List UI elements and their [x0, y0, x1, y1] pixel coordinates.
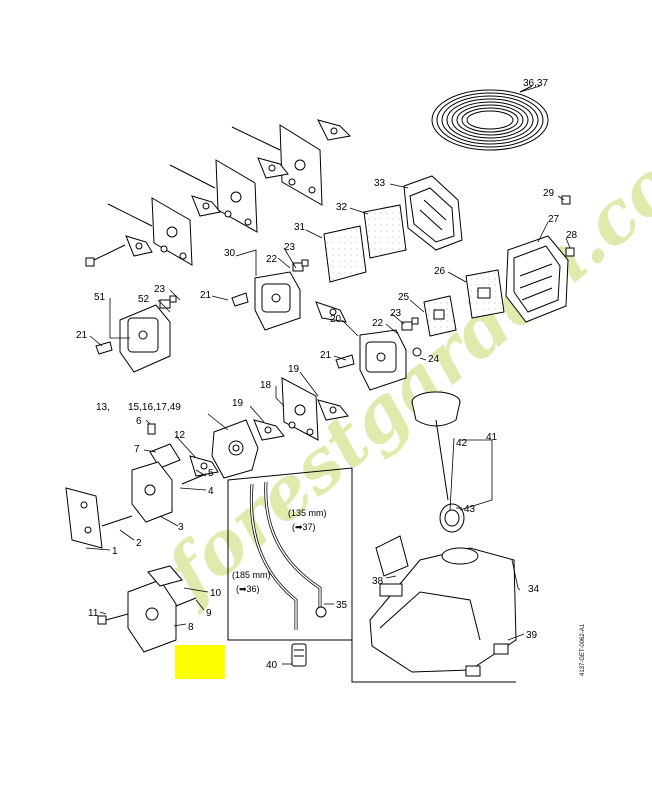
- callout-18: 18: [260, 380, 272, 391]
- callout-23-center: 23: [390, 308, 402, 319]
- air-filter-cover: [505, 195, 575, 323]
- callout-12: 12: [174, 430, 186, 441]
- callout-4: 4: [208, 486, 214, 497]
- callout-21-center: 21: [320, 350, 332, 361]
- callout-41: 41: [486, 432, 498, 443]
- hose-lower-ref: (➡36): [236, 584, 260, 594]
- callout-10: 10: [210, 588, 222, 599]
- callout-21-left: 21: [76, 330, 88, 341]
- callout-30: 30: [224, 248, 236, 259]
- callout-25: 25: [398, 292, 410, 303]
- callout-52: 52: [138, 294, 150, 305]
- callout-22-center: 22: [372, 318, 384, 329]
- callout-8: 8: [188, 622, 194, 633]
- gasket-stack-upper: [85, 119, 352, 267]
- callout-26: 26: [434, 266, 446, 277]
- callout-29: 29: [543, 188, 555, 199]
- intake-bracket-parts: [65, 461, 197, 653]
- callout-33: 33: [374, 178, 386, 189]
- callout-19-upper: 19: [288, 364, 300, 375]
- callout-38: 38: [372, 576, 384, 587]
- callout-32: 32: [336, 202, 348, 213]
- callout-7: 7: [134, 444, 140, 455]
- callout-24: 24: [428, 354, 440, 365]
- muffler-center: [315, 301, 422, 391]
- callout-9: 9: [206, 608, 212, 619]
- callout-5: 5: [208, 468, 214, 479]
- callout-1: 1: [112, 546, 118, 557]
- callout-35: 35: [336, 600, 348, 611]
- callout-21-upper: 21: [200, 290, 212, 301]
- callout-23-left: 23: [154, 284, 166, 295]
- callout-28: 28: [566, 230, 578, 241]
- callout-36-37: 36,37: [523, 78, 548, 89]
- callout-13: 13,: [96, 402, 110, 413]
- hose-lower-length: (185 mm): [232, 570, 271, 580]
- fuel-line-frame: [227, 467, 516, 683]
- callout-labels: 36,37 33 29 32 27 28 31 30 23 22 26 51 2…: [76, 78, 578, 671]
- drawing-code: 4137-GET-0062-A1: [580, 623, 586, 676]
- callout-43: 43: [464, 504, 476, 515]
- callout-27: 27: [548, 214, 560, 225]
- callout-42: 42: [456, 438, 468, 449]
- air-filter-housing: [403, 175, 463, 251]
- carburetor-assembly: [147, 377, 349, 485]
- muffler-upper: [231, 259, 309, 331]
- fuel-pickup-filter: [291, 643, 307, 667]
- callout-31: 31: [294, 222, 306, 233]
- callout-39: 39: [526, 630, 538, 641]
- callout-22-upper: 22: [266, 254, 278, 265]
- callout-6: 6: [136, 416, 142, 427]
- hose-upper-length: (135 mm): [288, 508, 327, 518]
- callout-23-upper: 23: [284, 242, 296, 253]
- callout-34: 34: [528, 584, 540, 595]
- leader-lines: [85, 85, 571, 665]
- filter-pads: [323, 204, 505, 337]
- hose-upper-ref: (➡37): [292, 522, 316, 532]
- hose-notes: (135 mm) (➡37) (185 mm) (➡36): [232, 508, 327, 594]
- highlight-box: [175, 645, 225, 679]
- callout-2: 2: [136, 538, 142, 549]
- muffler-left: [95, 295, 177, 373]
- callout-51: 51: [94, 292, 106, 303]
- callout-15-16-17-49: 15,16,17,49: [128, 402, 181, 413]
- fuel-line-coil: [431, 85, 549, 151]
- callout-3: 3: [178, 522, 184, 533]
- callout-20: 20: [330, 314, 342, 325]
- callout-19-lower: 19: [232, 398, 244, 409]
- fuel-cap-assembly: [411, 391, 465, 533]
- fuel-tank: [369, 535, 517, 677]
- callout-11: 11: [88, 608, 99, 619]
- callout-40: 40: [266, 660, 278, 671]
